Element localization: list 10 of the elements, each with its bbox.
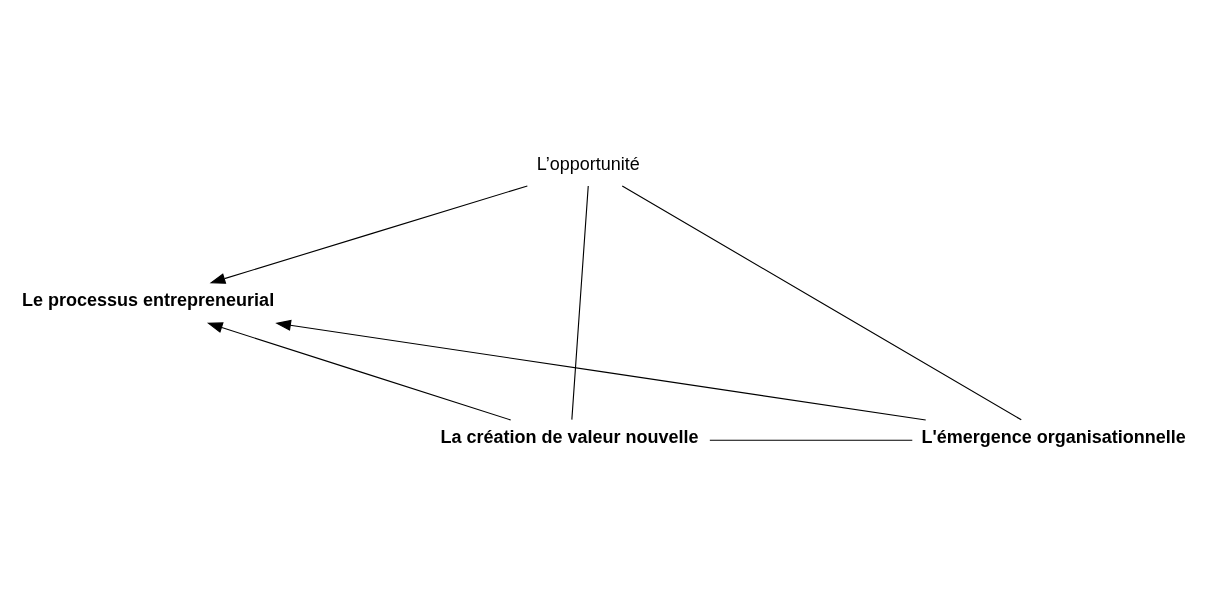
arrow [206,322,512,421]
connector [571,185,589,421]
connector [621,185,1022,421]
arrow [275,319,927,421]
node-text: L’opportunité [536,154,640,175]
node-text: Le processus entrepreneurial [22,290,275,311]
node-text: La création de valeur nouvelle [440,427,699,448]
node-text: L'émergence organisationnelle [921,427,1186,448]
connector [709,439,913,441]
arrow [209,185,528,284]
